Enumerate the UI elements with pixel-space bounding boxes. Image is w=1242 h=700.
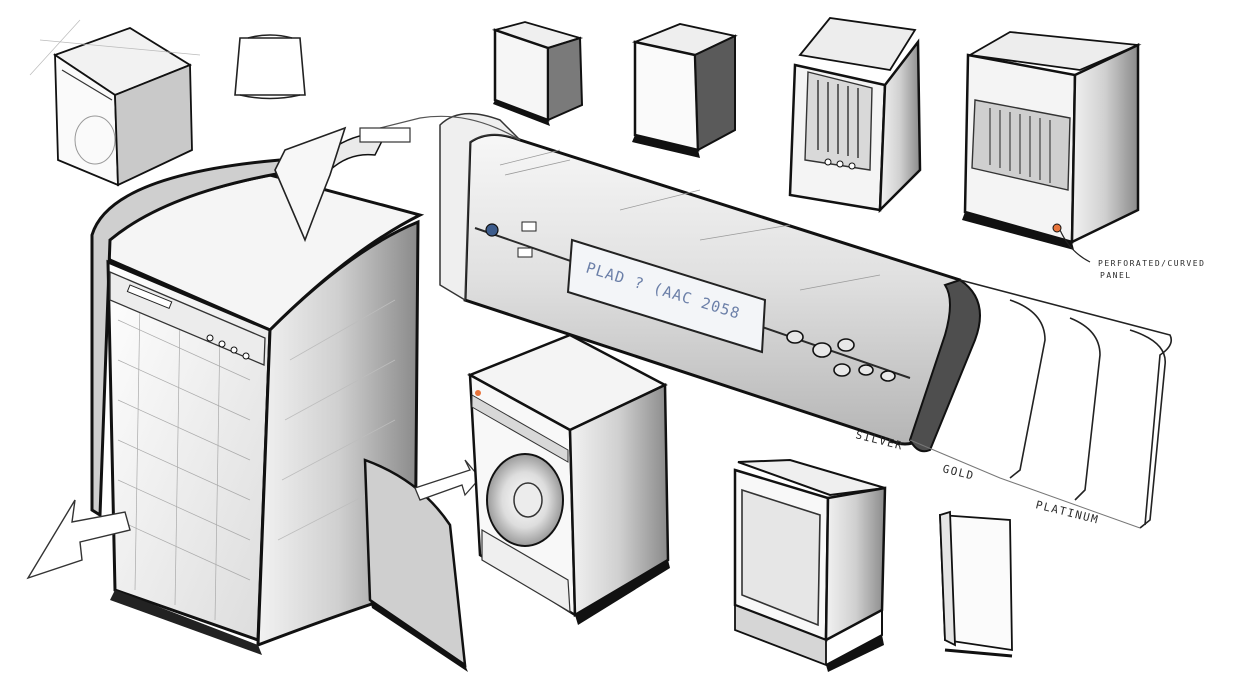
- insert-arrow-sketch: [274, 126, 411, 243]
- panel-outline-sketch: [939, 510, 1013, 658]
- woofer-unit-sketch: [467, 333, 670, 625]
- large-floorstanding-unit-sketch: [26, 158, 425, 655]
- thumbnail-sketch-5: [788, 17, 922, 214]
- detached-curved-panel-sketch: [363, 458, 481, 672]
- long-curved-unit-sketch: PLAD ? (AAC 2058: [379, 112, 981, 453]
- finish-profile-outlines: [909, 279, 1173, 529]
- control-knobs: [786, 330, 896, 382]
- compact-unit-sketch: [733, 458, 887, 672]
- thumbnail-sketch-2: [234, 34, 306, 100]
- annotation-label-line1: PERFORATED/CURVED: [1098, 259, 1205, 268]
- thumbnail-sketch-6: [962, 31, 1142, 250]
- thumbnail-sketch-3: [491, 21, 584, 126]
- thumbnail-sketch-1: [29, 19, 201, 187]
- annotation-label-line2: PANEL: [1100, 271, 1132, 280]
- thumbnail-sketch-4: [631, 23, 738, 158]
- annotation-leader-line: [1059, 229, 1091, 263]
